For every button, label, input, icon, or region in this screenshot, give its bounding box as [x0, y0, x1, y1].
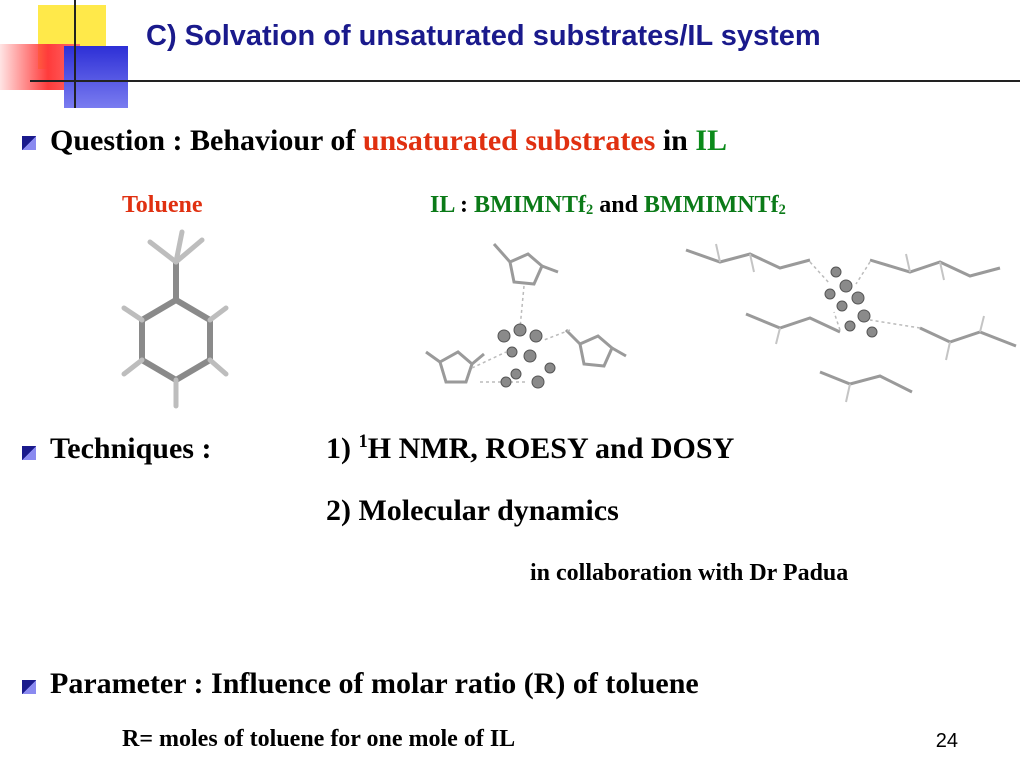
- technique-item-1-superscript: 1: [358, 430, 368, 452]
- title-part-1: C) Solvation of: [146, 20, 359, 52]
- question-line: Question : Behaviour of unsaturated subs…: [50, 124, 727, 158]
- technique-item-1-text: H NMR, ROESY and DOSY: [367, 432, 735, 465]
- parameter-line: Parameter : Influence of molar ratio (R)…: [50, 667, 699, 700]
- bmmimntf2-molecule-image: [685, 243, 1017, 403]
- bullet-icon: [22, 680, 36, 694]
- bmim-name: BMIMNTf: [474, 192, 587, 218]
- techniques-label: Techniques :: [50, 432, 212, 465]
- question-lead: Question : Behaviour of: [50, 124, 363, 157]
- il-label: IL : BMIMNTf2 and BMMIMNTf2: [430, 192, 786, 219]
- technique-item-1: 1) 1H NMR, ROESY and DOSY: [326, 432, 734, 466]
- il-prefix: IL: [430, 192, 455, 218]
- bmmim-name: BMMIMNTf: [643, 192, 779, 218]
- decor-vertical-line: [74, 0, 76, 108]
- toluene-label: Toluene: [122, 192, 203, 218]
- bullet-icon: [22, 136, 36, 150]
- bullet-icon: [22, 446, 36, 460]
- page-number: 24: [935, 730, 958, 752]
- question-highlight: unsaturated substrates: [362, 124, 656, 157]
- il-colon: :: [454, 192, 475, 218]
- toluene-molecule-image: [121, 229, 229, 409]
- bmmim-subscript: 2: [778, 202, 786, 219]
- title-part-2: unsaturated substrates/IL system: [358, 20, 821, 52]
- and-word: and: [593, 192, 644, 218]
- bmim-subscript: 2: [586, 202, 594, 219]
- title-underline: [30, 80, 1020, 82]
- technique-item-2: 2) Molecular dynamics: [326, 494, 619, 527]
- question-mid: in: [655, 124, 696, 157]
- bmimntf2-molecule-image: [425, 243, 627, 389]
- collaboration-note: in collaboration with Dr Padua: [530, 560, 849, 586]
- slide-title: C) Solvation of unsaturated substrates/I…: [146, 20, 821, 53]
- parameter-definition: R= moles of toluene for one mole of IL: [122, 726, 516, 752]
- question-il: IL: [695, 124, 728, 157]
- technique-item-1-prefix: 1): [326, 432, 359, 465]
